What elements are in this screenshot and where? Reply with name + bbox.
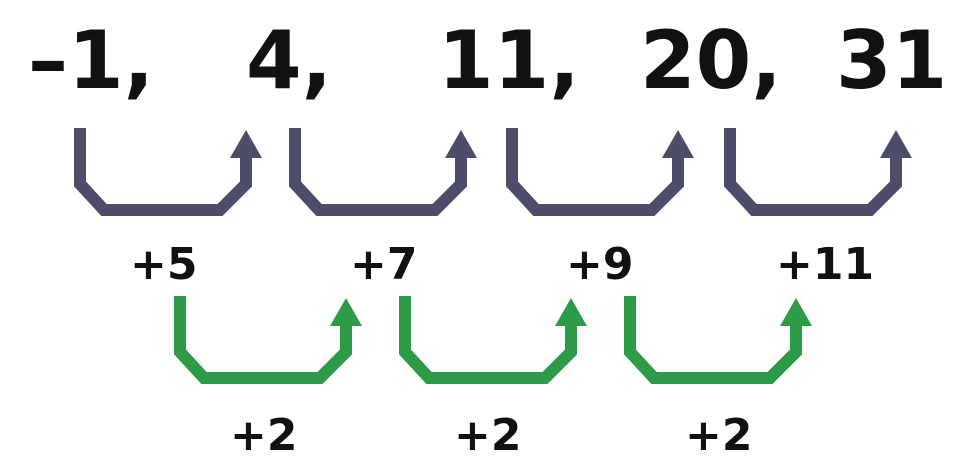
term-3: 11, [438,14,580,107]
second-difference-1: +2 [230,410,297,461]
bent-up-arrow-icon [624,296,812,384]
term-1: –1, [28,14,154,107]
bent-up-arrow-icon [174,296,362,384]
first-difference-4: +11 [776,239,874,290]
bent-up-arrow-icon [724,128,912,216]
sequence-terms: –1, 4, 11, 20, 31 [28,14,947,107]
bent-up-arrow-icon [74,128,262,216]
first-difference-labels: +5 +7 +9 +11 [130,239,874,290]
bent-up-arrow-icon [399,296,587,384]
second-difference-2: +2 [454,410,521,461]
second-difference-3: +2 [685,410,752,461]
first-difference-2: +7 [350,239,417,290]
first-difference-arrows [74,128,912,216]
term-5: 31 [836,14,947,107]
bent-up-arrow-icon [506,128,694,216]
second-difference-labels: +2 +2 +2 [230,410,752,461]
second-difference-arrows [174,296,812,384]
bent-up-arrow-icon [289,128,477,216]
first-difference-3: +9 [566,239,633,290]
term-4: 20, [640,14,782,107]
term-2: 4, [246,14,332,107]
first-difference-1: +5 [130,239,197,290]
